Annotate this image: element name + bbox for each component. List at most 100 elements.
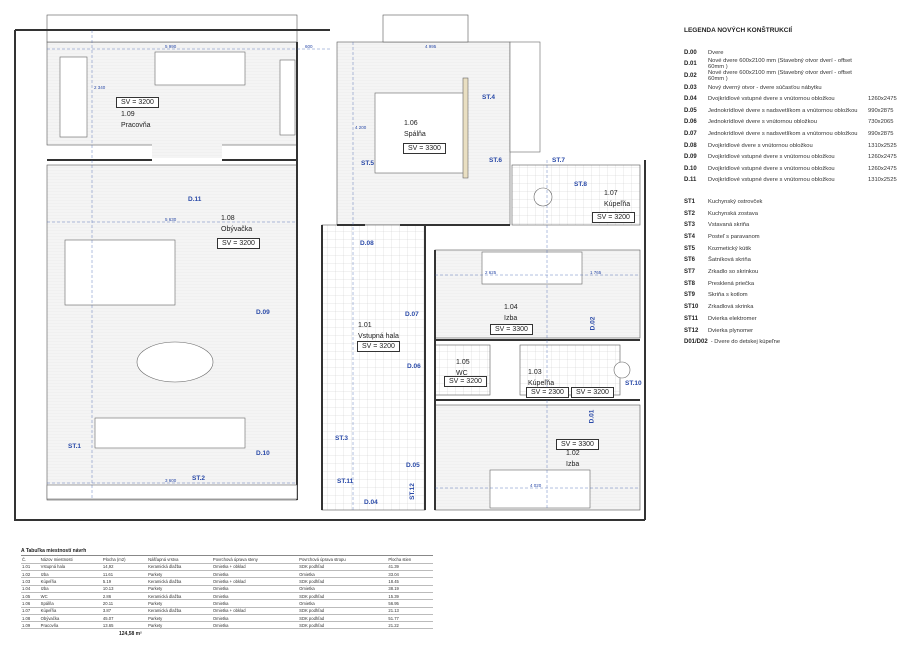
table-total: 124,58 m² <box>119 631 142 638</box>
item-desc: Skriňa s kotlom <box>708 292 748 299</box>
door-code: D.06 <box>684 119 697 126</box>
door-size: 990x2875 <box>868 130 894 137</box>
tag-st3: ST.3 <box>335 435 349 442</box>
item-desc: Šatníková skriňa <box>708 257 751 264</box>
dining-table <box>136 341 214 383</box>
table-header-cell: Nášľapná vrstva <box>147 556 212 564</box>
table-cell: 18.45 <box>387 577 433 586</box>
table-cell: Izba <box>39 585 102 594</box>
table-cell: Omietka + obklad <box>211 607 299 615</box>
door-size: 990x2875 <box>868 107 894 114</box>
tag-st8: ST.8 <box>574 181 588 188</box>
door-size: 1260x2475 <box>868 96 897 103</box>
table-cell: Kúpeľňa <box>39 577 102 586</box>
table-cell: Spálňa <box>39 599 102 608</box>
table-cell: 13.65 <box>101 621 148 630</box>
door-code: D.02 <box>684 72 697 79</box>
table-cell: Keramická dlažba <box>147 577 212 586</box>
door-desc: Dvojkrídlové vstupné dvere s vnútornou o… <box>708 177 835 184</box>
tag-d07: D.07 <box>405 311 419 318</box>
table-cell: 2.86 <box>101 592 148 601</box>
tag-d06: D.06 <box>407 363 421 370</box>
ceiling-height-1-07: SV = 3200 <box>592 212 635 223</box>
dim-j: 4 200 <box>355 125 367 130</box>
table-cell: 5.19 <box>101 577 148 586</box>
table-cell: 3.87 <box>101 607 148 615</box>
tag-d05: D.05 <box>406 462 420 469</box>
item-desc: Vstavaná skriňa <box>708 222 750 229</box>
table-cell: SDK podhľad <box>298 563 388 572</box>
table-cell: Keramická dlažba <box>147 592 212 601</box>
bed-1-02 <box>489 469 591 509</box>
table-cell: 20.11 <box>101 599 148 608</box>
table-cell: Izba <box>39 570 102 579</box>
item-code: ST1 <box>684 198 696 205</box>
table-cell: 1.09 <box>21 621 40 630</box>
tag-st7: ST.7 <box>552 157 566 164</box>
table-cell: 11.61 <box>101 570 148 579</box>
ceiling-height-1-04: SV = 3300 <box>490 324 533 335</box>
tag-st1: ST.1 <box>68 443 82 450</box>
desk <box>59 56 88 138</box>
item-code: ST11 <box>684 315 699 322</box>
door-code: D.09 <box>684 154 697 161</box>
dim-a: 5 990 <box>165 44 177 49</box>
table-cell: 1.02 <box>21 570 40 579</box>
item-desc: Zrkadlová skrinka <box>708 304 754 311</box>
table-cell: SDK podhľad <box>298 621 388 630</box>
table-cell: Keramická dlažba <box>147 607 212 615</box>
ceiling-height-1-02: SV = 3300 <box>556 439 599 450</box>
legend-door-row: D.02 Nové dvere 600x2100 mm (Stavebný otv… <box>684 70 914 82</box>
table-cell: 1.07 <box>21 607 40 615</box>
item-desc: Kuchynský ostrovček <box>708 198 763 205</box>
door-desc: Dvojkrídlové vstupné dvere s vnútornou o… <box>708 154 835 161</box>
table-cell: Omietka <box>211 599 299 608</box>
washbasin-2 <box>613 361 631 379</box>
door-desc: Nové dvere 600x2100 mm (Stavebný otvor d… <box>708 58 852 71</box>
door-desc: Jednokrídlové dvere s vnútornou obložkou <box>708 119 817 126</box>
table-cell: 14,92 <box>101 563 148 572</box>
tag-d11: D.11 <box>188 196 202 203</box>
table-cell: Omietka <box>211 621 299 630</box>
table-cell: Parkety <box>147 570 212 579</box>
door-desc: Nové dvere 600x2100 mm (Stavebný otvor d… <box>708 69 852 82</box>
table-cell: 1.04 <box>21 585 40 594</box>
table-cell: Omietka <box>211 614 299 623</box>
tag-d02: D.02 <box>589 316 597 331</box>
tag-st10: ST.10 <box>625 380 642 387</box>
item-code: ST8 <box>684 280 696 287</box>
dim-f: 2 625 <box>485 270 497 275</box>
closet-st6 <box>509 41 541 153</box>
table-header-cell: Plocha stien <box>387 556 433 564</box>
table-header-cell: Č. <box>21 556 40 564</box>
table-cell: 41.39 <box>387 563 433 572</box>
table-header-cell: Povrchová úprava stropu <box>298 556 388 564</box>
table-cell: Pracovňa <box>39 621 102 630</box>
door-size: 1260x2475 <box>868 165 897 172</box>
ceiling-height-1-01: SV = 3200 <box>357 341 400 352</box>
room-schedule-table: A Tabuľka miestností návrh Č.Názov miest… <box>21 548 433 637</box>
table-cell: SDK podhľad <box>298 614 388 623</box>
door-desc: Dvojkrídlové vstupné dvere s vnútornou o… <box>708 165 835 172</box>
